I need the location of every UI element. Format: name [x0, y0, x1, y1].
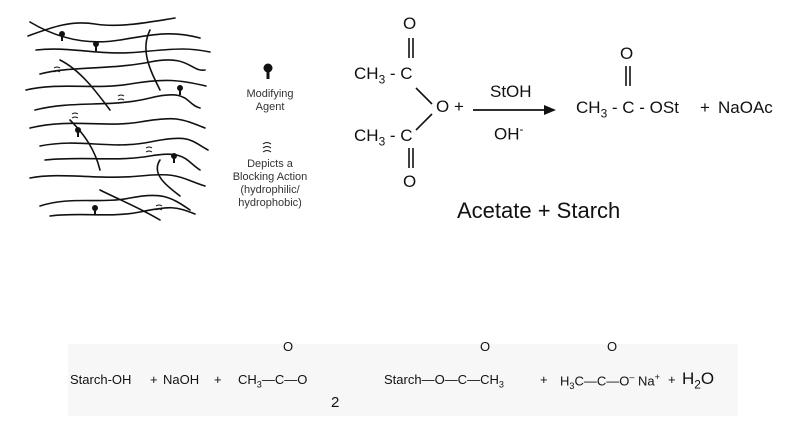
ester-oxygen: O: [480, 339, 491, 354]
plus-4: +: [668, 372, 676, 387]
reagent-hydroxide: OH-: [494, 122, 524, 144]
anhydride-bottom-oxygen: O: [403, 172, 417, 191]
modifying-agent-icon: [263, 63, 273, 79]
reagent-stoh: StOH: [490, 82, 532, 101]
anhydride-subscript: 2: [331, 394, 340, 411]
modifying-agent-label: Modifying Agent: [246, 88, 294, 113]
sodium-acetate-product: H3C—C—O– Na+: [560, 372, 660, 391]
plus-2: +: [214, 372, 222, 387]
reaction-arrow-1: [473, 105, 556, 115]
blocking-action-label: Depicts a Blocking Action (hydrophilic/ …: [232, 158, 308, 209]
anhydride-top-oxygen: O: [403, 14, 417, 33]
anhydride-bridge-oxygen: O +: [436, 97, 464, 116]
starch-acetate-product: Starch—O—C—CH3: [384, 372, 504, 390]
plus-3: +: [540, 372, 548, 387]
blocking-action-icon: [262, 142, 272, 153]
product-plus: +: [700, 98, 710, 117]
reaction1-caption: Acetate + Starch: [457, 198, 621, 223]
naoh: NaOH: [163, 372, 200, 387]
reaction2-band: [68, 344, 738, 416]
product-sodium-acetate: NaOAc: [718, 98, 773, 117]
anhydride-top-group: CH3 - C: [354, 64, 413, 87]
anhydride-bottom-group: CH3 - C: [354, 126, 413, 149]
acetic-anhydride-unit: CH3—C—O: [238, 372, 308, 390]
water-product: H2O: [682, 369, 715, 392]
product-starch-acetate: CH3 - C - OSt: [576, 98, 679, 121]
anhydride-oxygen: O: [283, 339, 294, 354]
acetate-oxygen: O: [607, 339, 618, 354]
starch-oh: Starch-OH: [70, 372, 132, 387]
product-carbonyl-oxygen: O: [620, 44, 634, 63]
plus-1: +: [150, 372, 158, 387]
